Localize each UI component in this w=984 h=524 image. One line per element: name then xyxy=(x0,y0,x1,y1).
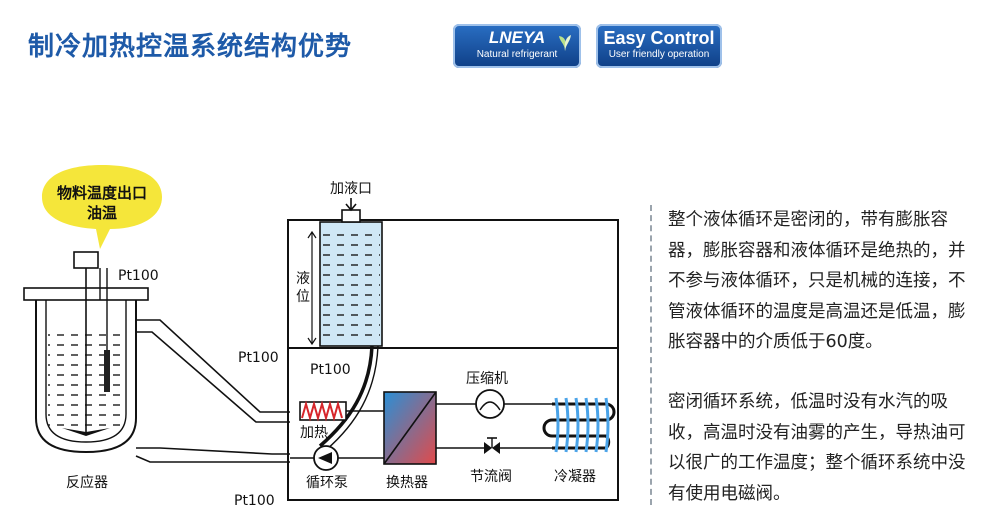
lneya-badge: LNEYA Natural refrigerant xyxy=(453,24,581,68)
fill-port-label: 加液口 xyxy=(330,181,372,197)
expansion-tank xyxy=(307,198,383,451)
heat-exchanger-label: 换热器 xyxy=(386,475,428,491)
bubble-text: 物料温度出口油温 xyxy=(56,184,147,222)
bubble-shape xyxy=(42,165,162,249)
pt100-left-label: Pt100 xyxy=(238,350,279,366)
badge-tagline: Natural refrigerant xyxy=(476,49,558,60)
refrigeration-loop xyxy=(436,403,552,449)
badge-brand: Easy Control xyxy=(603,28,715,48)
throttle-valve-label: 节流阀 xyxy=(470,469,512,485)
reactor-label: 反应器 xyxy=(66,475,108,491)
throttle-valve xyxy=(484,437,500,454)
compressor xyxy=(475,389,505,419)
badge-brand: LNEYA xyxy=(488,28,546,47)
pt100-top-label: Pt100 xyxy=(118,268,159,284)
condenser-label: 冷凝器 xyxy=(554,469,596,485)
pt100-heater-label: Pt100 xyxy=(310,362,351,378)
callout-bubble: 物料温度出口油温 xyxy=(40,163,164,249)
heater xyxy=(299,400,384,422)
badge-tagline: User friendly operation xyxy=(608,49,710,60)
heat-exchanger xyxy=(383,391,437,465)
reactor xyxy=(23,251,149,454)
piping xyxy=(135,319,290,463)
level-label: 液位 xyxy=(296,271,310,305)
description-paragraph-1: 整个液体循环是密闭的，带有膨胀容器，膨胀容器和液体循环是绝热的，并不参与液体循环… xyxy=(668,210,966,352)
easy-control-badge: Easy Control User friendly operation xyxy=(596,24,722,68)
unit-cabinet xyxy=(287,219,619,501)
pump-label: 循环泵 xyxy=(306,475,348,491)
pt100-bottom-label: Pt100 xyxy=(234,493,275,509)
description-divider xyxy=(650,205,654,505)
description-paragraph-2: 密闭循环系统，低温时没有水汽的吸收，高温时没有油雾的产生，导热油可以很广的工作温… xyxy=(668,392,966,504)
page-title: 制冷加热控温系统结构优势 xyxy=(28,32,353,62)
heater-label: 加热 xyxy=(300,425,328,441)
condenser xyxy=(542,397,616,453)
circulation-pump xyxy=(290,445,384,471)
compressor-label: 压缩机 xyxy=(466,371,508,387)
leaf-icon xyxy=(559,35,571,51)
